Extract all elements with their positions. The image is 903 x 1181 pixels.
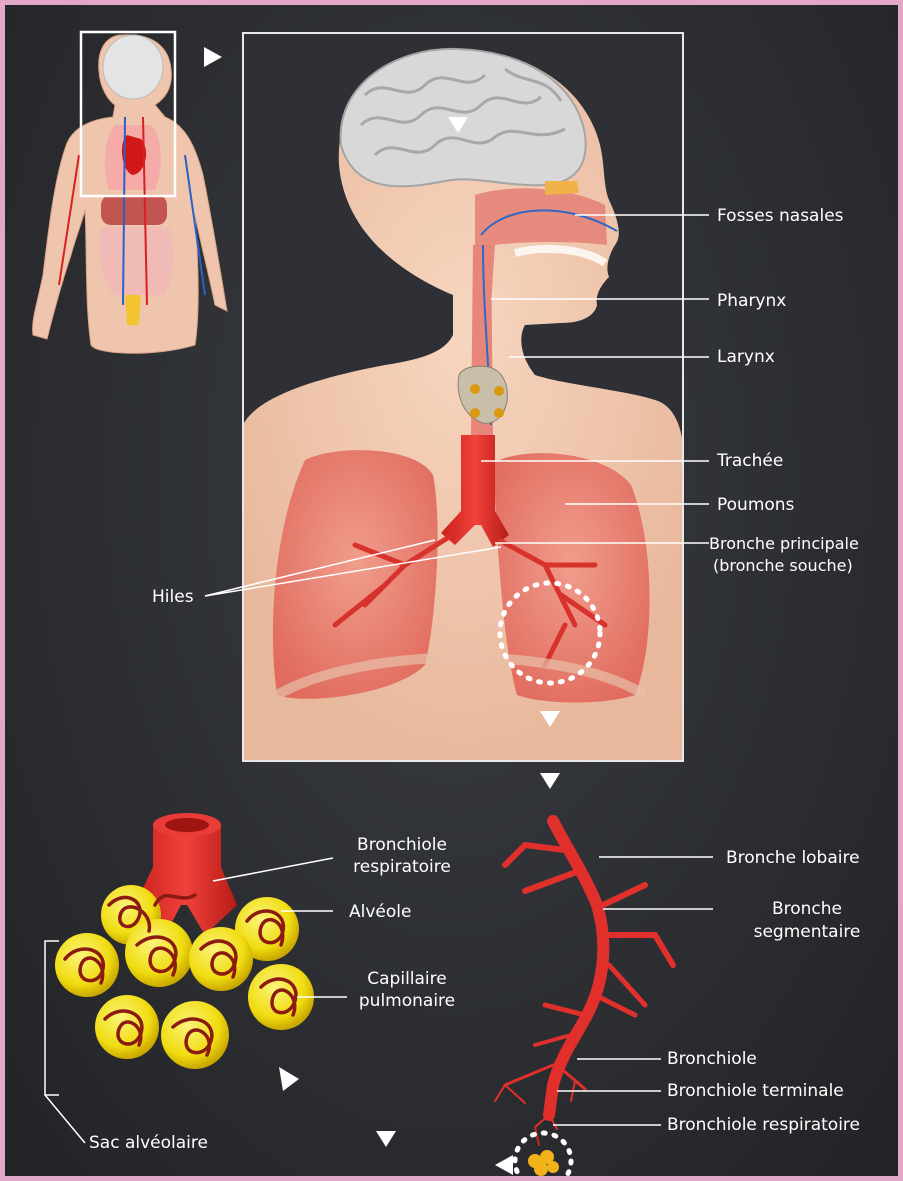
label-pharynx: Pharynx [717, 291, 786, 312]
label-bronchiole-respiratoire-sac-1: Bronchiole [340, 835, 464, 856]
label-poumons: Poumons [717, 495, 794, 516]
label-bronchiole-respiratoire-tree: Bronchiole respiratoire [667, 1115, 860, 1136]
play-down-icon[interactable] [376, 1131, 396, 1147]
label-bronche-lobaire: Bronche lobaire [726, 848, 860, 869]
label-sac-alveolaire: Sac alvéolaire [89, 1133, 208, 1154]
label-bronche-souche: (bronche souche) [713, 555, 853, 576]
bronchial-tree [495, 821, 673, 1145]
body-thumbnail [33, 32, 227, 353]
label-bronche-segmentaire-2: segmentaire [717, 922, 897, 943]
play-left-icon[interactable] [495, 1155, 513, 1175]
label-bronche-principale: Bronche principale [709, 533, 859, 554]
play-right-icon[interactable] [204, 47, 222, 67]
label-trachee: Trachée [717, 451, 783, 472]
label-alveole: Alvéole [349, 902, 411, 923]
tree-alveoli-cluster [515, 1133, 571, 1181]
label-capillaire-1: Capillaire [345, 969, 469, 990]
label-hiles: Hiles [152, 587, 194, 608]
play-down-icon[interactable] [540, 773, 560, 789]
label-fosses-nasales: Fosses nasales [717, 206, 844, 227]
label-capillaire-2: pulmonaire [345, 991, 469, 1012]
label-bronchiole-respiratoire-sac-2: respiratoire [340, 857, 464, 878]
label-larynx: Larynx [717, 347, 775, 368]
label-bronche-segmentaire-1: Bronche [717, 899, 897, 920]
play-right-icon[interactable] [279, 1067, 299, 1091]
label-bronchiole-terminale: Bronchiole terminale [667, 1081, 844, 1102]
label-bronchiole: Bronchiole [667, 1049, 757, 1070]
upper-airway-panel [243, 33, 683, 761]
